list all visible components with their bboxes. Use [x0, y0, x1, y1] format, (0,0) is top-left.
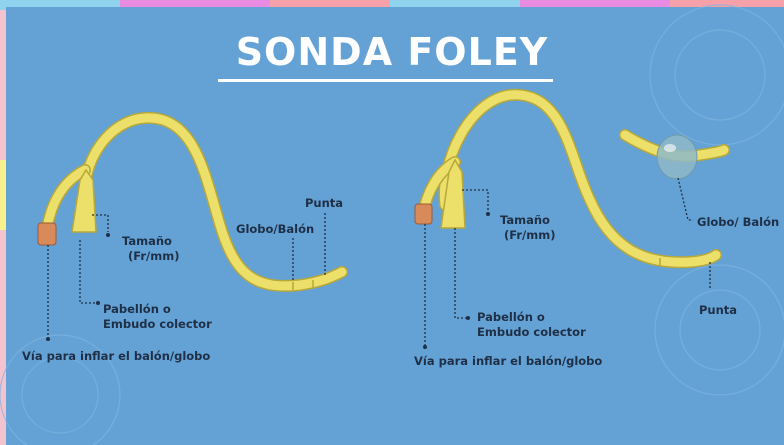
left-label-tamano-line2: (Fr/mm) — [128, 249, 180, 263]
right-leader-tamano — [462, 189, 489, 212]
right-label-tamano-line1: Tamaño — [500, 213, 550, 227]
frame-stripe-pink — [270, 0, 390, 10]
ring-bottom-left — [0, 334, 121, 445]
left-leader-tamano — [92, 214, 109, 232]
ring-top-right-inner — [674, 29, 766, 121]
ring-bottom-right-inner — [679, 289, 761, 371]
decorative-rings — [0, 4, 784, 445]
frame-stripe-yellow — [0, 160, 8, 230]
frame-stripe-cyan-2 — [390, 0, 520, 10]
left-label-tamano: Tamaño (Fr/mm) — [122, 234, 179, 264]
right-label-tamano: Tamaño (Fr/mm) — [500, 213, 555, 243]
left-dot-tamano — [106, 233, 110, 237]
right-label-via: Vía para inflar el balón/globo — [414, 354, 603, 368]
left-tube — [79, 113, 347, 291]
frame-stripe-cyan — [0, 0, 120, 10]
right-label-pabellon: Pabellón o Embudo colector — [477, 310, 586, 340]
right-leader-dots — [423, 212, 490, 349]
left-inflation-branch — [42, 165, 90, 233]
right-dot-pabellon — [466, 316, 470, 320]
right-label-punta: Punta — [699, 303, 738, 317]
left-dot-pabellon — [96, 301, 100, 305]
right-label-tamano-line2: (Fr/mm) — [504, 228, 556, 242]
left-leader-dots — [46, 233, 110, 341]
left-label-tamano-line1: Tamaño — [122, 234, 172, 248]
ring-top-right — [649, 4, 784, 146]
left-label-pabellon-line2: Embudo colector — [103, 317, 212, 331]
inflated-balloon — [656, 134, 698, 180]
right-funnel — [440, 158, 466, 229]
left-leader-pabellon — [79, 240, 98, 304]
slide-title: SONDA FOLEY — [235, 30, 549, 74]
right-label-pabellon-line2: Embudo colector — [477, 325, 586, 339]
right-dot-via — [423, 345, 427, 349]
detail-tube — [620, 130, 729, 161]
right-leader-pabellon — [454, 228, 468, 319]
left-funnel — [71, 168, 97, 233]
ring-bottom-right — [654, 264, 784, 396]
left-label-pabellon: Pabellón o Embudo colector — [103, 302, 212, 332]
left-label-pabellon-line1: Pabellón o — [103, 302, 171, 316]
right-dot-tamano — [486, 212, 490, 216]
left-valve — [37, 222, 57, 246]
left-dot-via — [46, 337, 50, 341]
right-valve — [414, 203, 433, 225]
title-underline — [218, 79, 553, 82]
left-catheter — [37, 111, 348, 292]
right-leader-lines — [424, 177, 711, 345]
frame-stripe-magenta-2 — [520, 0, 670, 10]
left-label-via: Vía para inflar el balón/globo — [22, 349, 211, 363]
balloon-highlight — [664, 144, 676, 152]
left-leader-lines — [47, 213, 326, 337]
right-catheter — [414, 88, 730, 269]
left-label-punta: Punta — [305, 196, 344, 210]
frame-stripe-magenta — [120, 0, 270, 10]
right-label-globo-balon: Globo/ Balón — [697, 215, 780, 229]
right-tube — [439, 90, 721, 267]
ring-bottom-left-inner — [21, 356, 99, 434]
right-label-pabellon-line1: Pabellón o — [477, 310, 545, 324]
left-label-globo-balon: Globo/Balón — [236, 222, 315, 236]
